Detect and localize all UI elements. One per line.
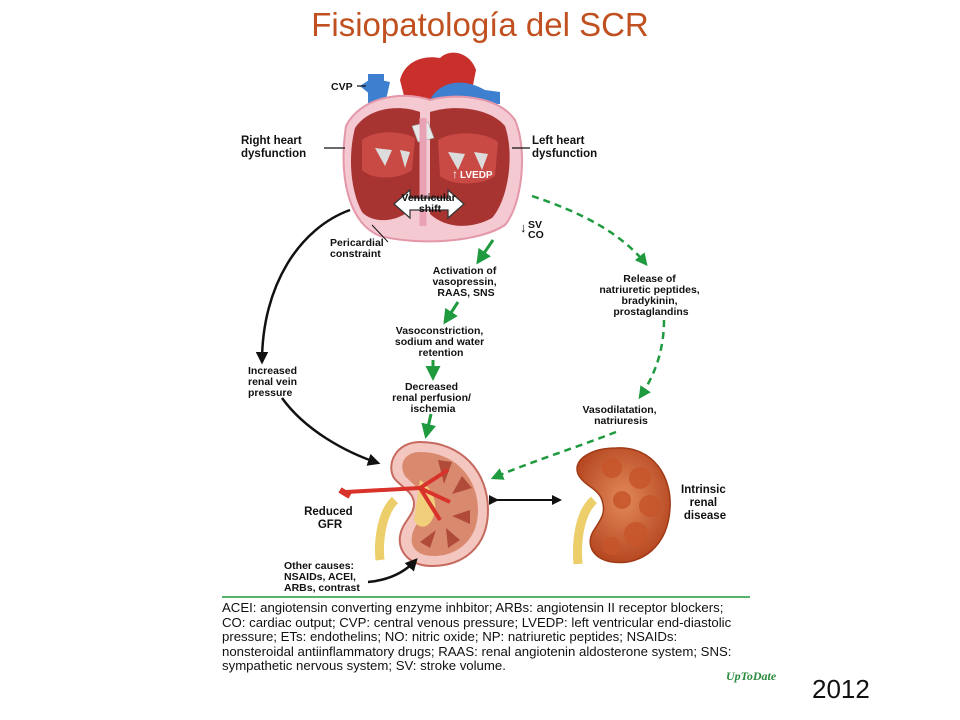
arrow-vasodilatation-to-kidney [490, 430, 617, 480]
renal-vein-line-3: pressure [248, 387, 293, 399]
reduced-gfr-line-1: Reduced [304, 506, 353, 518]
co-label: CO [528, 229, 544, 241]
vasoconstriction-line-3: retention [419, 347, 464, 359]
slide-title: Fisiopatología del SCR [311, 6, 649, 43]
right-heart-line-1: Right heart [241, 135, 302, 147]
arrow-heart-to-activation [476, 239, 495, 265]
renal-vein-pressure-label: Increased renal vein pressure [248, 365, 300, 399]
vasoconstriction-line-2: sodium and water [395, 336, 484, 348]
arrow-release-to-vasodilatation [638, 319, 666, 400]
activation-line-2: vasopressin, [432, 276, 496, 288]
arrow-heart-to-renal-vein [255, 208, 351, 365]
activation-line-3: RAAS, SNS [437, 287, 494, 299]
decreased-perfusion-label: Decreased renal perfusion/ ischemia [392, 381, 474, 415]
intrinsic-line-3: disease [684, 510, 726, 522]
other-causes-line-1: Other causes: [284, 560, 354, 572]
renal-vein-line-2: renal vein [248, 376, 297, 388]
renal-pyramids [420, 460, 472, 548]
left-heart-dysfunction-label: Left heart dysfunction [532, 135, 597, 160]
left-heart-line-2: dysfunction [532, 148, 597, 160]
abbreviations-legend: ACEI: angiotensin converting enzyme inhb… [222, 600, 732, 674]
pericardial-pointer [371, 224, 389, 243]
year-label: 2012 [812, 674, 870, 704]
diseased-kidney-illustration [573, 447, 671, 565]
heart-illustration [342, 52, 524, 243]
decreased-line-2: renal perfusion/ [392, 392, 471, 404]
release-line-4: prostaglandins [613, 306, 688, 318]
arrow-renal-vein-to-kidney [280, 397, 381, 466]
decreased-line-1: Decreased [405, 381, 458, 393]
pericardial-constraint-label: Pericardial constraint [330, 237, 387, 260]
reduced-gfr-line-2: GFR [318, 519, 343, 531]
arrow-heart-to-release [531, 194, 648, 266]
pericardial-line-1: Pericardial [330, 237, 384, 249]
lvedp-arrow-glyph: ↑ [452, 167, 458, 181]
activation-label: Activation of vasopressin, RAAS, SNS [432, 265, 499, 299]
intrinsic-line-1: Intrinsic [681, 484, 726, 496]
other-causes-label: Other causes: NSAIDs, ACEI, ARBs, contra… [284, 560, 360, 594]
activation-line-1: Activation of [433, 265, 497, 277]
sv-co-label: SV CO [528, 219, 545, 241]
lvedp-label: LVEDP [460, 170, 493, 181]
release-line-1: Release of [623, 273, 676, 285]
arrow-other-causes-to-kidney [367, 558, 418, 584]
left-heart-line-1: Left heart [532, 135, 585, 147]
ventricular-shift-line-1: Ventricular [401, 192, 455, 204]
vasoconstriction-line-1: Vasoconstriction, [396, 325, 484, 337]
vasodilatation-line-1: Vasodilatation, [582, 404, 656, 416]
vasodilatation-label: Vasodilatation, natriuresis [582, 404, 659, 427]
pericardial-line-2: constraint [330, 248, 381, 260]
other-causes-line-2: NSAIDs, ACEI, [284, 571, 356, 583]
other-causes-line-3: ARBs, contrast [284, 582, 360, 594]
vasodilatation-line-2: natriuresis [594, 415, 648, 427]
intrinsic-renal-disease-label: Intrinsic renal disease [681, 484, 729, 522]
kidney-cross-section-illustration [338, 440, 490, 568]
vasoconstriction-label: Vasoconstriction, sodium and water reten… [395, 325, 487, 359]
release-label: Release of natriuretic peptides, bradyki… [599, 273, 702, 318]
sv-co-down-arrow: ↓ [520, 220, 527, 235]
uptodate-logo: UpToDate [726, 669, 776, 684]
intrinsic-line-2: renal [690, 497, 718, 509]
arrow-decreased-to-kidney [421, 413, 436, 439]
renal-vein-line-1: Increased [248, 365, 297, 377]
release-line-2: natriuretic peptides, [599, 284, 699, 296]
ventricular-shift-label: Ventricular shift [401, 192, 458, 215]
sv-label: SV [528, 219, 542, 231]
cvp-label: CVP [331, 81, 353, 93]
kidney-surface-nodules [602, 458, 661, 555]
arrow-activation-to-vasoconstriction [443, 301, 460, 325]
reduced-gfr-label: Reduced GFR [304, 506, 356, 531]
decreased-line-3: ischemia [411, 403, 456, 415]
uptodate-logo-text: UpToDate [726, 669, 777, 683]
release-line-3: bradykinin, [622, 295, 678, 307]
right-heart-dysfunction-label: Right heart dysfunction [241, 135, 306, 160]
right-heart-line-2: dysfunction [241, 148, 306, 160]
ventricular-shift-line-2: shift [419, 203, 442, 215]
